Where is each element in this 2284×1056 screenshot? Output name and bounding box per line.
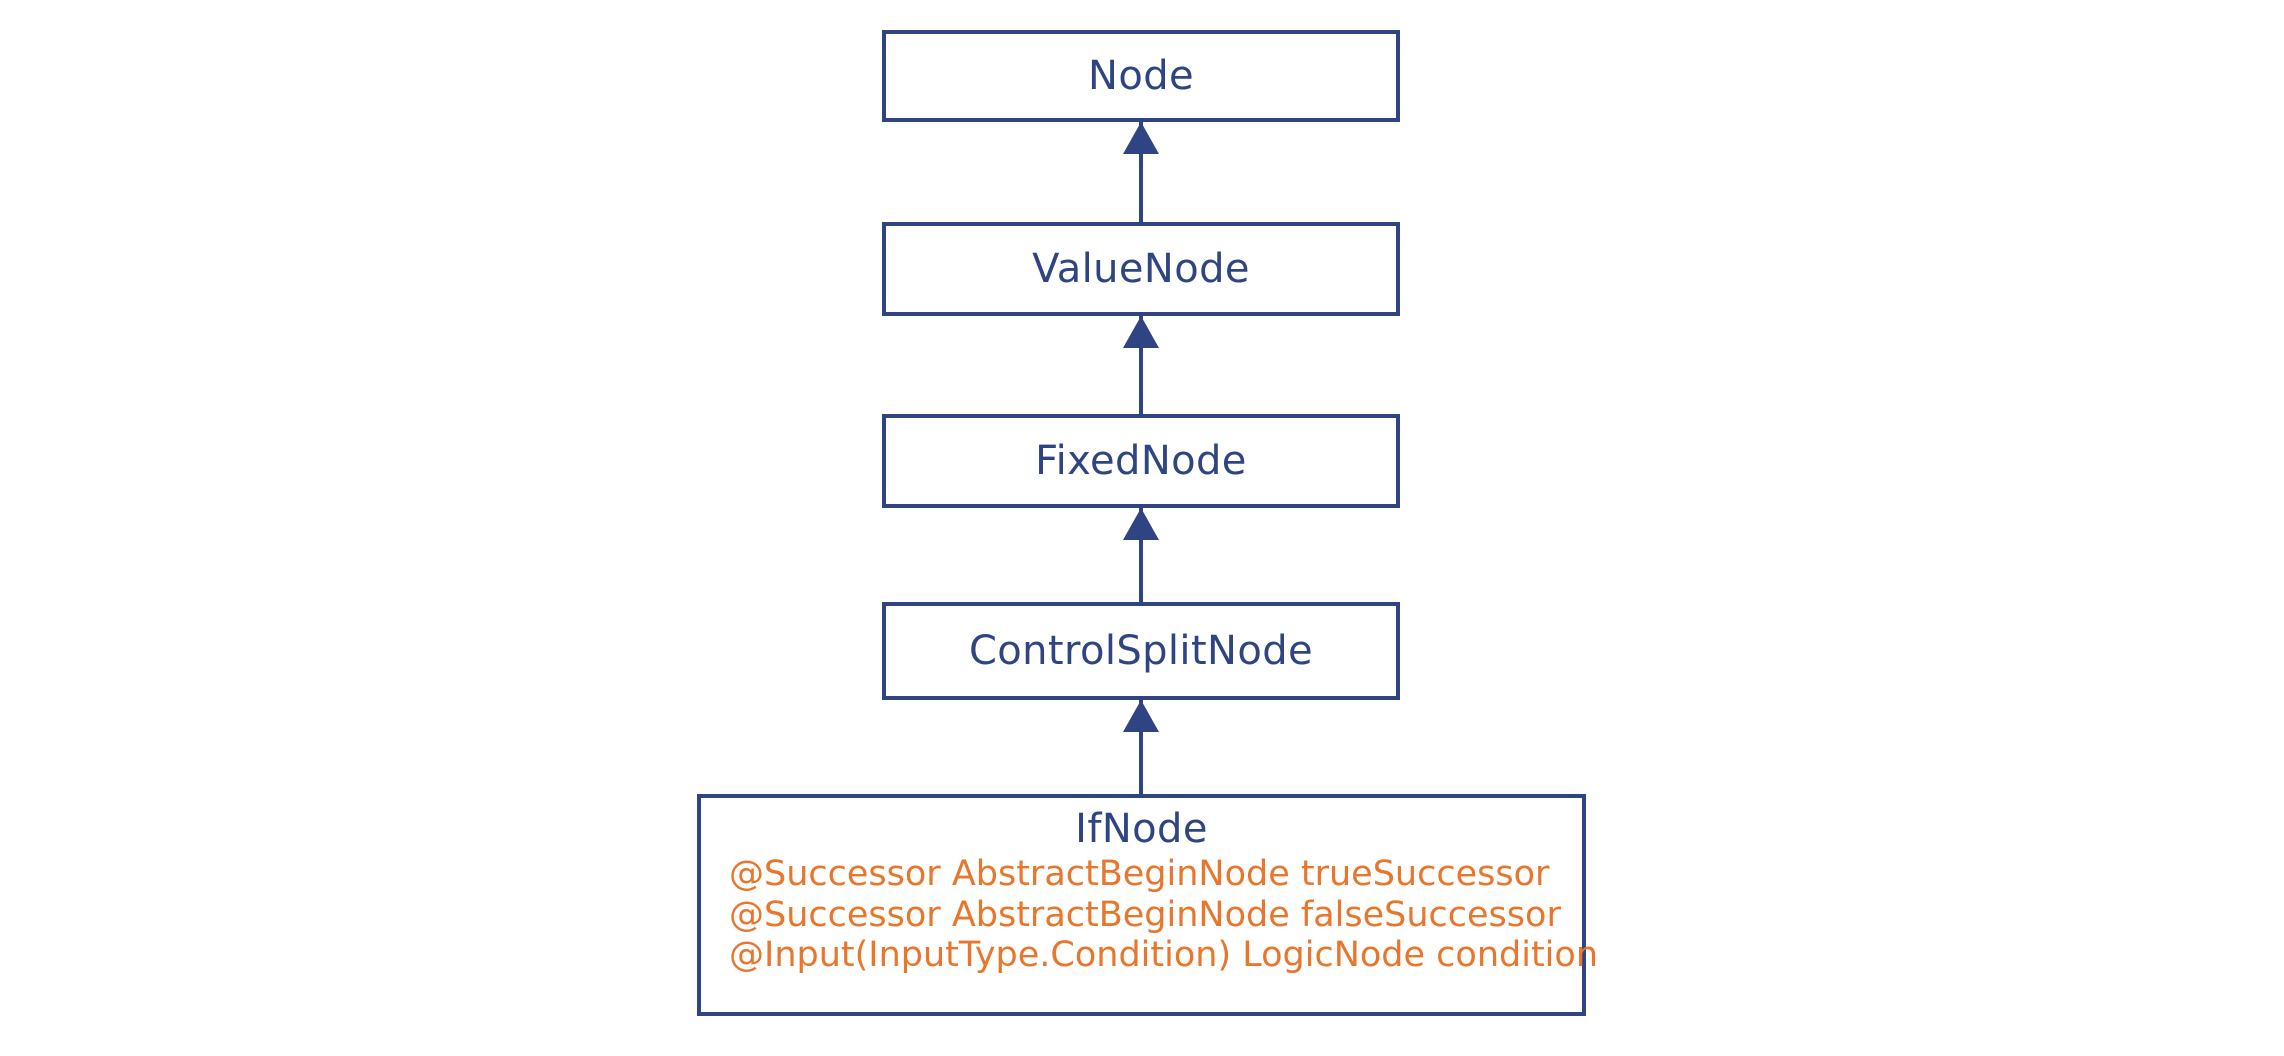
class-box-fixednode[interactable]: FixedNode xyxy=(882,414,1400,508)
class-box-node[interactable]: Node xyxy=(882,30,1400,122)
connector-line xyxy=(1139,508,1143,602)
class-box-valuenode[interactable]: ValueNode xyxy=(882,222,1400,316)
inheritance-arrow-ifnode-to-controlsplitnode xyxy=(1123,700,1159,794)
class-name-node: Node xyxy=(1088,53,1194,99)
class-name-valuenode: ValueNode xyxy=(1032,246,1250,292)
member-list-ifnode: @Successor AbstractBeginNode trueSuccess… xyxy=(701,854,1599,976)
connector-line xyxy=(1139,700,1143,794)
triangle-arrowhead-icon xyxy=(1123,122,1159,154)
inheritance-arrow-controlsplitnode-to-fixednode xyxy=(1123,508,1159,602)
class-name-fixednode: FixedNode xyxy=(1035,438,1247,484)
member-condition-input: @Input(InputType.Condition) LogicNode co… xyxy=(729,935,1599,976)
triangle-arrowhead-icon xyxy=(1123,316,1159,348)
inheritance-arrow-fixednode-to-valuenode xyxy=(1123,316,1159,414)
triangle-arrowhead-icon xyxy=(1123,508,1159,540)
class-name-ifnode: IfNode xyxy=(1075,806,1208,852)
inheritance-arrow-valuenode-to-node xyxy=(1123,122,1159,222)
member-true-successor: @Successor AbstractBeginNode trueSuccess… xyxy=(729,854,1550,894)
class-name-controlsplitnode: ControlSplitNode xyxy=(968,628,1314,674)
member-false-successor: @Successor AbstractBeginNode falseSucces… xyxy=(729,894,1561,935)
connector-line xyxy=(1139,316,1143,414)
triangle-arrowhead-icon xyxy=(1123,700,1159,732)
class-box-controlsplitnode[interactable]: ControlSplitNode xyxy=(882,602,1400,700)
connector-line xyxy=(1139,122,1143,222)
class-box-ifnode[interactable]: IfNode @Successor AbstractBeginNode true… xyxy=(697,794,1599,1016)
